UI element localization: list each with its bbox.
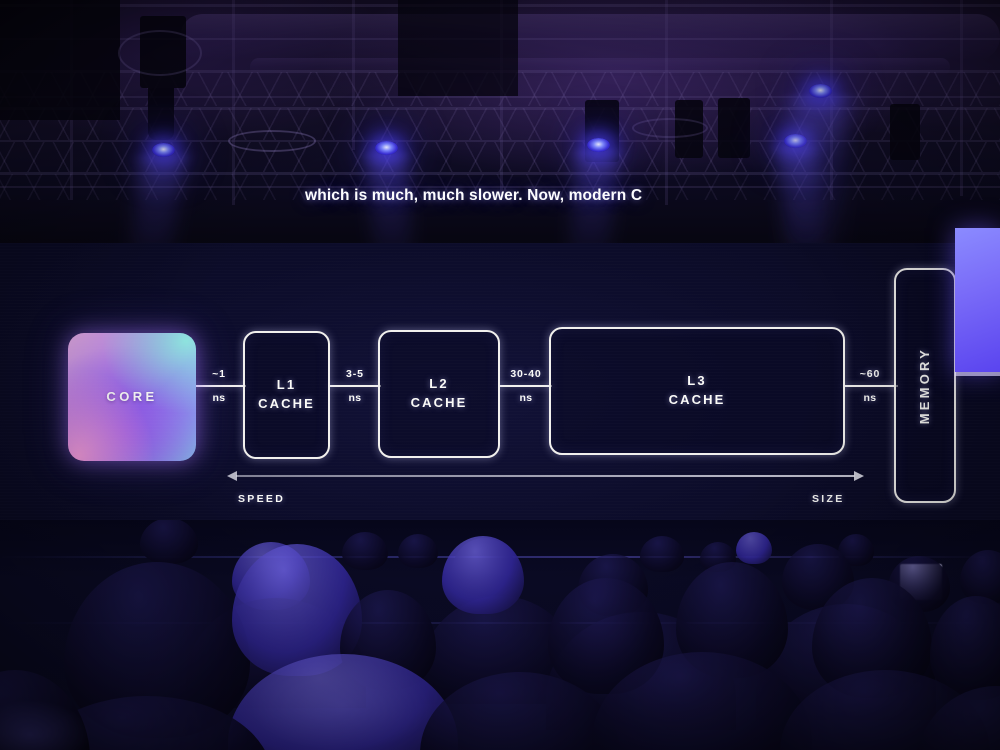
connector-l3-memory xyxy=(843,385,898,388)
latency-unit-l2-l3: ns xyxy=(519,392,533,404)
diagram-node-l1-cache[interactable]: L1 CACHE xyxy=(243,331,330,459)
hanging-equipment xyxy=(148,88,174,140)
latency-value-core-l1: ~1 xyxy=(212,368,226,380)
audience-head xyxy=(342,532,388,570)
node-label-l1-line2: CACHE xyxy=(258,396,315,411)
circular-light-rig xyxy=(632,118,708,138)
truss-rigger xyxy=(960,0,963,196)
diagram-node-l3-cache[interactable]: L3 CACHE xyxy=(549,327,845,455)
latency-unit-core-l1: ns xyxy=(212,392,226,404)
hanging-equipment xyxy=(890,104,920,160)
ceiling-duct xyxy=(180,14,1000,60)
audience-head xyxy=(442,536,524,614)
hanging-equipment xyxy=(398,0,518,96)
latency-unit-l3-memory: ns xyxy=(863,392,877,404)
node-label-memory: MEMORY xyxy=(916,346,932,425)
presentation-screen: which is much, much slower. Now, modern … xyxy=(0,187,1000,535)
latency-unit-l1-l2: ns xyxy=(348,392,362,404)
connector-l2-l3 xyxy=(499,385,552,388)
node-label-l2-line2: CACHE xyxy=(410,395,468,410)
audience-head xyxy=(398,534,438,568)
latency-value-l2-l3: 30-40 xyxy=(510,368,542,380)
diagram-node-memory[interactable]: MEMORY xyxy=(894,268,956,503)
truss-rigger xyxy=(665,0,668,205)
connector-core-l1 xyxy=(192,385,246,388)
circular-light-rig xyxy=(118,30,202,76)
truss-rigger xyxy=(232,0,235,205)
node-label-l2-line1: L2 xyxy=(429,376,449,392)
connector-l1-l2 xyxy=(329,385,381,388)
node-label-l1-line1: L1 xyxy=(276,377,297,393)
diagram-node-l2-cache[interactable]: L2 CACHE xyxy=(378,330,500,458)
node-label-l3-line1: L3 xyxy=(687,373,707,389)
axis-label-speed: SPEED xyxy=(238,493,286,505)
latency-value-l3-memory: ~60 xyxy=(859,368,881,380)
collar-highlight xyxy=(252,660,432,750)
circular-light-rig xyxy=(228,130,316,152)
diagram-node-core[interactable]: CORE xyxy=(68,333,196,461)
secondary-display-panel xyxy=(955,228,1000,376)
truss-rigger xyxy=(352,0,355,150)
audience-head xyxy=(140,520,198,564)
arrow-right-icon xyxy=(854,471,864,481)
latency-value-l1-l2: 3-5 xyxy=(346,368,364,380)
caption-subtitle: which is much, much slower. Now, modern … xyxy=(305,187,643,204)
node-label-core: CORE xyxy=(106,388,158,404)
arrow-left-icon xyxy=(227,471,237,481)
node-label-l3-line2: CACHE xyxy=(668,392,726,407)
cache-hierarchy-diagram: CORE L1 CACHE L2 CACHE L3 CACHE xyxy=(0,243,1000,535)
speed-size-axis xyxy=(227,471,864,481)
audience-head xyxy=(736,532,772,564)
hanging-equipment xyxy=(0,0,120,120)
audience-head xyxy=(640,536,684,572)
audience-silhouettes xyxy=(0,520,1000,750)
axis-label-size: SIZE xyxy=(812,493,845,505)
hanging-equipment xyxy=(718,98,750,158)
